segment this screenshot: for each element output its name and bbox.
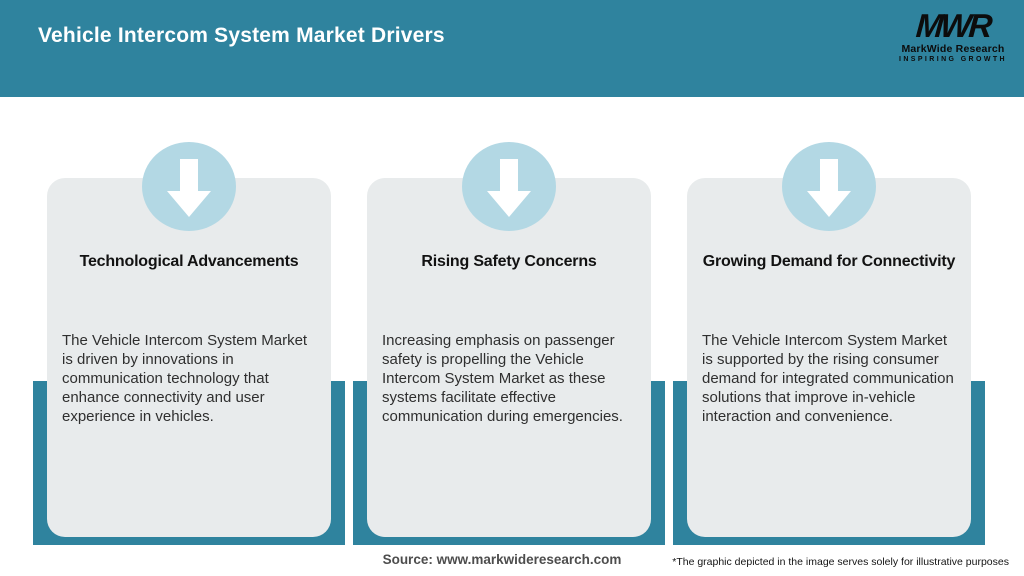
page-title: Vehicle Intercom System Market Drivers <box>38 24 445 47</box>
logo-name: MarkWide Research <box>901 43 1005 55</box>
driver-card: Growing Demand for Connectivity The Vehi… <box>687 178 971 537</box>
driver-column-3: Growing Demand for Connectivity The Vehi… <box>673 142 985 545</box>
card-title: Technological Advancements <box>79 253 299 270</box>
disclaimer-text: *The graphic depicted in the image serve… <box>672 556 1009 568</box>
logo-monogram: MWR <box>914 7 992 44</box>
card-body-text: Increasing emphasis on passenger safety … <box>382 332 623 425</box>
arrow-down-icon <box>167 158 211 217</box>
arrow-circle <box>142 142 236 231</box>
drivers-row: Technological Advancements The Vehicle I… <box>33 142 985 545</box>
logo-tagline: INSPIRING GROWTH <box>898 56 1007 63</box>
card-title: Growing Demand for Connectivity <box>702 253 956 270</box>
markwide-research-logo: MWR MarkWide Research INSPIRING GROWTH <box>898 7 1008 63</box>
arrow-down-icon <box>807 158 851 217</box>
driver-card: Technological Advancements The Vehicle I… <box>47 178 331 537</box>
arrow-circle <box>462 142 556 231</box>
driver-column-1: Technological Advancements The Vehicle I… <box>33 142 345 545</box>
card-body-text: The Vehicle Intercom System Market is su… <box>702 332 954 425</box>
driver-card: Rising Safety Concerns Increasing emphas… <box>367 178 651 537</box>
header-bar: Vehicle Intercom System Market Drivers M… <box>0 0 1024 97</box>
card-title: Rising Safety Concerns <box>421 253 597 270</box>
arrow-circle <box>782 142 876 231</box>
card-body-text: The Vehicle Intercom System Market is dr… <box>62 332 308 425</box>
driver-column-2: Rising Safety Concerns Increasing emphas… <box>353 142 665 545</box>
source-text: Source: www.markwideresearch.com <box>382 552 622 567</box>
arrow-down-icon <box>487 158 531 217</box>
